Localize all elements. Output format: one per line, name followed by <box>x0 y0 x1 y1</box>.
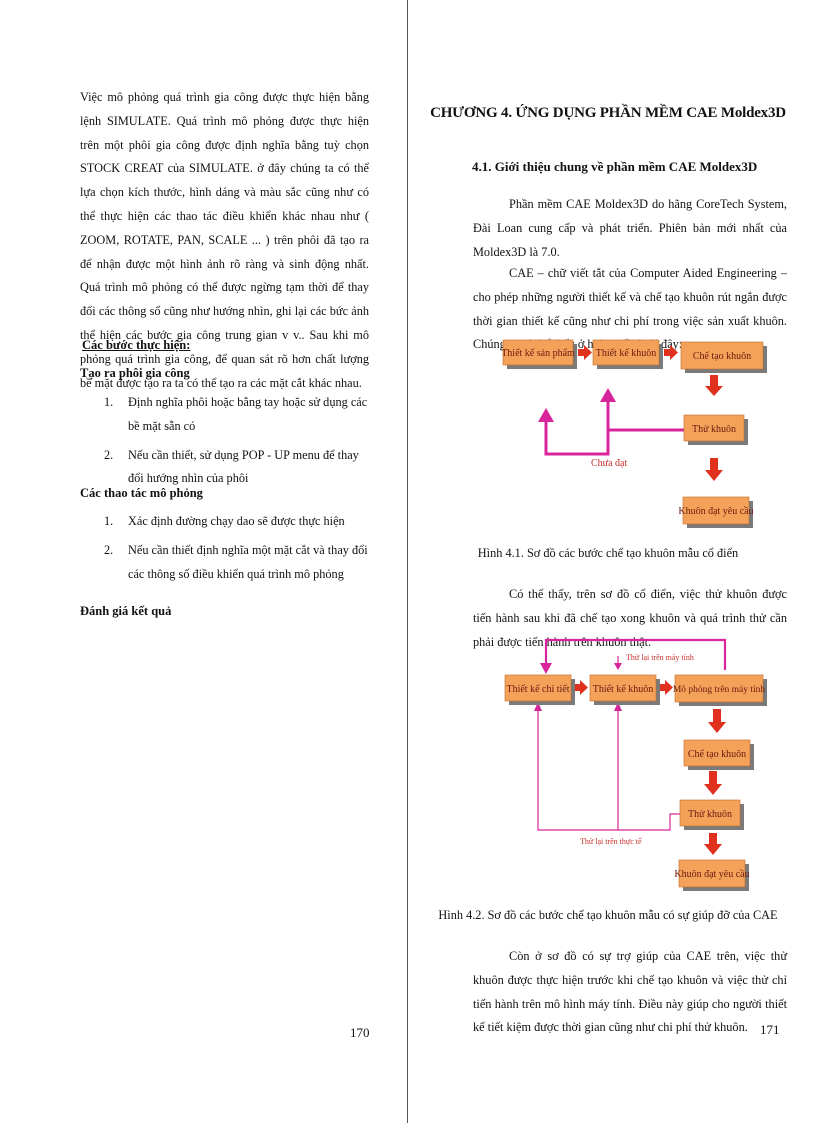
page-number: 171 <box>760 1022 780 1037</box>
evaluation-heading: Đánh giá kết quả <box>80 604 172 618</box>
svg-text:Thiết kế khuôn: Thiết kế khuôn <box>596 348 657 359</box>
list-item: 2.Nếu cần thiết, sử dụng POP - UP menu đ… <box>104 447 359 486</box>
stock-list: 1.Định nghĩa phôi hoặc bằng tay hoặc sử … <box>104 391 368 491</box>
box-detail-design: Thiết kế chi tiết <box>504 674 575 705</box>
page-divider <box>407 0 408 1123</box>
arrow-right-icon <box>578 345 592 360</box>
svg-text:Khuôn đạt yêu cầu: Khuôn đạt yêu cầu <box>678 506 753 517</box>
intro-paragraph: Việc mô phỏng quá trình gia công được th… <box>80 90 369 390</box>
figure-caption: Hình 4.2. Sơ đồ các bước chế tạo khuôn m… <box>438 908 778 922</box>
svg-text:Thiết kế khuôn: Thiết kế khuôn <box>593 684 654 695</box>
paragraph-cae-benefits: Còn ở sơ đồ có sự trợ giúp của CAE trên,… <box>473 949 787 1035</box>
simulation-list: 1.Xác định đường chạy dao sẽ được thực h… <box>104 510 368 586</box>
rework-loop <box>538 388 684 456</box>
svg-text:Mô phỏng trên máy tính: Mô phỏng trên máy tính <box>673 685 766 695</box>
box-mold-accepted: Khuôn đạt yêu cầu <box>678 496 754 528</box>
steps-heading: Các bước thực hiện: <box>82 338 191 352</box>
left-page: Việc mô phỏng quá trình gia công được th… <box>0 0 407 1123</box>
box-computer-simulation: Mô phỏng trên máy tính <box>673 674 767 706</box>
arrow-down-icon <box>705 458 723 481</box>
chapter-title: CHƯƠNG 4. ỨNG DỤNG PHẦN MỀM CAE Moldex3D <box>430 105 786 121</box>
svg-text:Chế tạo khuôn: Chế tạo khuôn <box>693 351 751 362</box>
paragraph-cae: CAE – chữ viết tắt của Computer Aided En… <box>473 266 787 352</box>
svg-text:Khuôn đạt yêu cầu: Khuôn đạt yêu cầu <box>674 869 749 880</box>
svg-text:Chế tạo khuôn: Chế tạo khuôn <box>688 749 746 760</box>
box-product-design: Thiết kế sản phẩm <box>501 339 577 369</box>
loop-bottom-label: Thử lại trên thực tế <box>580 837 642 846</box>
simulation-heading: Các thao tác mô phỏng <box>80 486 203 500</box>
svg-text:Thiết kế chi tiết: Thiết kế chi tiết <box>506 684 569 695</box>
box-mold-accepted: Khuôn đạt yêu cầu <box>674 859 750 891</box>
loop-label: Chưa đạt <box>591 458 627 469</box>
svg-text:Thử khuôn: Thử khuôn <box>688 809 732 820</box>
list-item: 1.Định nghĩa phôi hoặc bằng tay hoặc sử … <box>104 395 368 433</box>
figure-caption: Hình 4.1. Sơ đồ các bước chế tạo khuôn m… <box>477 546 739 560</box>
computer-retry-loop <box>540 638 727 674</box>
arrow-down-icon <box>704 833 722 855</box>
box-mold-trial: Thử khuôn <box>679 799 744 830</box>
arrow-right-icon <box>660 680 673 695</box>
box-mold-trial: Thử khuôn <box>683 414 748 445</box>
list-item: 2.Nếu cần thiết định nghĩa một mặt cắt v… <box>104 542 368 581</box>
section-title: 4.1. Giới thiệu chung về phần mềm CAE Mo… <box>472 159 758 174</box>
svg-text:Thử khuôn: Thử khuôn <box>692 424 736 435</box>
right-page: CHƯƠNG 4. ỨNG DỤNG PHẦN MỀM CAE Moldex3D… <box>408 0 816 1123</box>
arrow-right-icon <box>575 680 588 695</box>
svg-text:Thiết kế sản phẩm: Thiết kế sản phẩm <box>501 348 575 359</box>
list-item: 1.Xác định đường chạy dao sẽ được thực h… <box>104 514 345 528</box>
box-mold-design: Thiết kế khuôn <box>589 674 660 705</box>
cae-flow-diagram: Thử lại trên máy tính Thử lại trên thực … <box>504 638 767 891</box>
arrow-down-icon <box>704 771 722 795</box>
page-number: 170 <box>350 1025 370 1040</box>
stock-heading: Tạo ra phôi gia công <box>80 366 190 380</box>
box-mold-design: Thiết kế khuôn <box>592 339 663 369</box>
arrow-down-icon <box>705 375 723 396</box>
box-mold-making: Chế tạo khuôn <box>680 341 767 373</box>
box-mold-making: Chế tạo khuôn <box>683 739 754 770</box>
arrow-right-icon <box>664 345 678 360</box>
real-retry-loop <box>534 702 680 831</box>
loop-top-label: Thử lại trên máy tính <box>626 653 694 662</box>
paragraph-moldex: Phần mềm CAE Moldex3D do hãng CoreTech S… <box>473 197 787 259</box>
paragraph-classic: Có thể thấy, trên sơ đồ cổ điển, việc th… <box>473 587 787 649</box>
arrow-down-icon <box>708 709 726 733</box>
classic-flow-diagram: Chưa đạt Thiết kế sản phẩm Thiết kế khuô… <box>501 339 767 528</box>
